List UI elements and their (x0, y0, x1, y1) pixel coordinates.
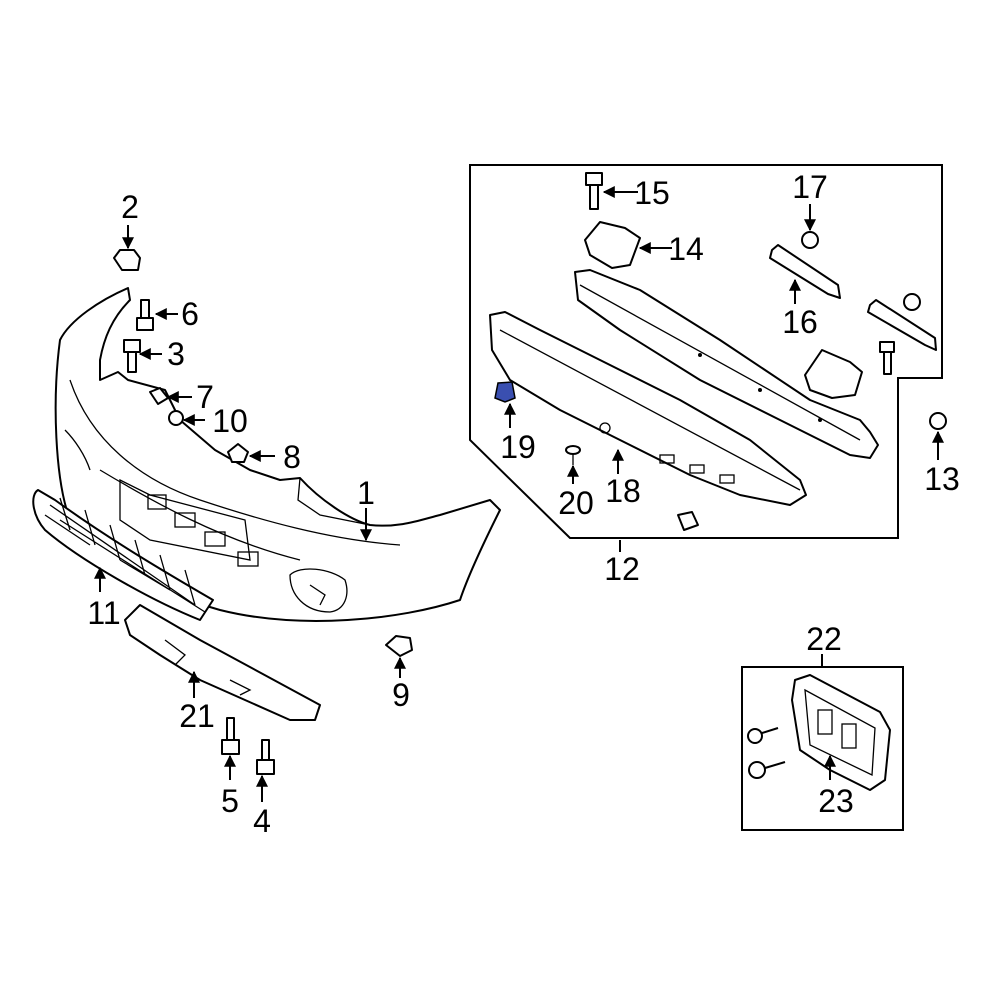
callout-1: 1 (357, 475, 375, 511)
bolt-16 (879, 341, 895, 375)
bolt-5 (221, 717, 240, 755)
bumper-cover (54, 287, 501, 622)
callout-4: 4 (253, 803, 271, 839)
bolt-3 (123, 339, 141, 373)
callout-17: 17 (792, 169, 828, 205)
callout-22: 22 (806, 621, 842, 657)
bracket-19 (494, 381, 516, 403)
callout-18: 18 (605, 473, 641, 509)
nut-13 (929, 412, 947, 430)
callout-labels: 1 2 3 4 5 6 7 8 9 10 11 12 13 14 15 16 1… (87, 169, 959, 839)
callout-15: 15 (634, 175, 670, 211)
lower-deflector (124, 604, 321, 721)
callout-8: 8 (283, 439, 301, 475)
push-pin (565, 445, 581, 465)
callout-9: 9 (392, 677, 410, 713)
reinforcement-group-box (469, 164, 943, 539)
callout-23: 23 (818, 783, 854, 819)
callout-6: 6 (181, 296, 199, 332)
clip-17-b (903, 293, 921, 311)
callout-11: 11 (87, 595, 120, 631)
clip-bottom (677, 511, 699, 531)
retainer-9 (385, 635, 413, 657)
bracket-strip-right (867, 299, 937, 351)
bolt-6 (136, 299, 154, 331)
license-plate-bracket (791, 674, 891, 791)
callout-21: 21 (179, 698, 215, 734)
callout-12: 12 (604, 551, 640, 587)
mounting-bracket-lower (804, 349, 863, 399)
energy-absorber (489, 311, 807, 506)
lower-grille (32, 489, 214, 621)
bracket-strip (769, 244, 841, 299)
clip-2 (113, 249, 141, 271)
retainer-8 (227, 443, 249, 463)
clip-17 (801, 231, 819, 249)
clip-10 (168, 410, 184, 426)
mounting-bracket-upper (584, 221, 641, 269)
callout-20: 20 (558, 485, 594, 521)
reinforcement-beam (574, 269, 879, 459)
callout-7: 7 (196, 379, 214, 415)
callout-14: 14 (668, 231, 704, 267)
callout-16: 16 (782, 304, 818, 340)
callout-13: 13 (924, 461, 960, 497)
callout-2: 2 (121, 189, 139, 225)
screw-b (748, 761, 786, 779)
callout-19: 19 (500, 429, 536, 465)
callout-10: 10 (212, 403, 248, 439)
callout-5: 5 (221, 783, 239, 819)
bolt-4 (256, 739, 275, 775)
screw-a (747, 727, 779, 744)
callout-3: 3 (167, 336, 185, 372)
bolt-15 (585, 172, 603, 210)
